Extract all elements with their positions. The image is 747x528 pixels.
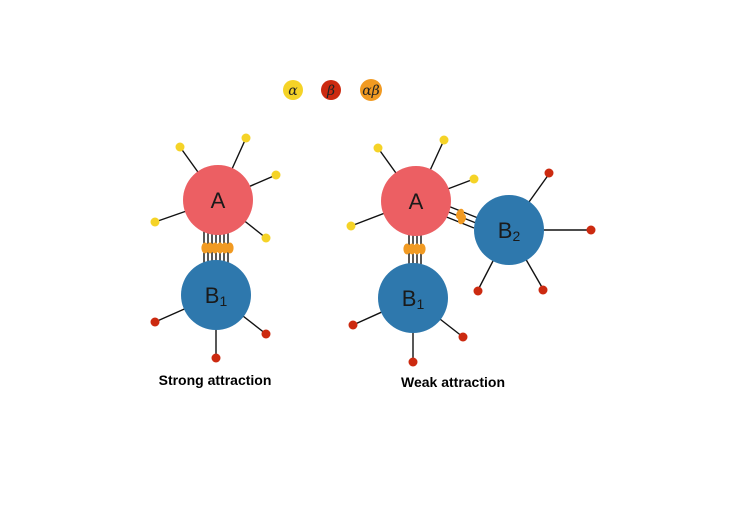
left-node-a <box>183 165 253 235</box>
legend-alpha-dot <box>283 80 303 100</box>
right-beta-tips <box>348 168 596 367</box>
legend-beta-text: β <box>326 83 335 99</box>
legend-beta: β <box>321 80 341 100</box>
right-bond-alphabeta-b2 <box>455 208 467 225</box>
right-bond-alphabeta-b1 <box>403 243 426 255</box>
legend-alphabeta-text: αβ <box>362 83 380 99</box>
right-node-a <box>381 166 451 236</box>
right-panel: A B1 B2 Weak attraction <box>346 135 596 390</box>
left-panel: A B1 Strong attraction <box>150 133 281 388</box>
left-bond-alphabeta <box>201 242 234 254</box>
legend-alphabeta: αβ <box>360 79 382 101</box>
right-node-b2-label: B2 <box>498 218 521 244</box>
legend: α β αβ <box>283 79 382 101</box>
legend-alpha-text: α <box>288 83 298 99</box>
caption-strong-attraction: Strong attraction <box>159 372 272 388</box>
right-node-b1-label: B1 <box>402 286 425 312</box>
right-node-a-label: A <box>409 189 424 214</box>
right-alpha-tips <box>346 135 479 231</box>
left-node-b1-label: B1 <box>205 283 228 309</box>
legend-alphabeta-dot <box>360 79 382 101</box>
left-beta-tips <box>150 317 271 363</box>
legend-alpha: α <box>283 80 303 100</box>
caption-weak-attraction: Weak attraction <box>401 374 505 390</box>
left-alpha-tips <box>150 133 281 243</box>
left-node-b1 <box>181 260 251 330</box>
right-node-b1 <box>378 263 448 333</box>
right-spokes <box>350 139 590 361</box>
right-node-b2 <box>474 195 544 265</box>
legend-beta-dot <box>321 80 341 100</box>
left-node-a-label: A <box>211 188 226 213</box>
